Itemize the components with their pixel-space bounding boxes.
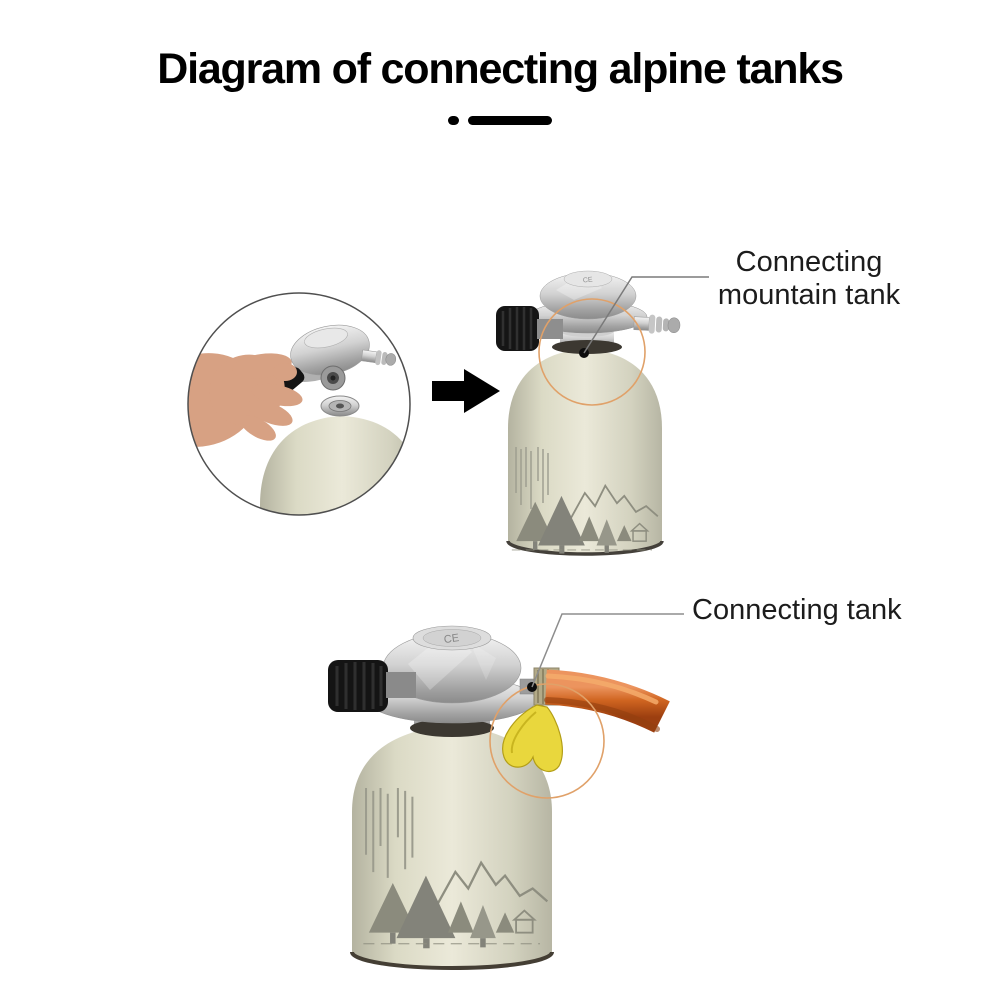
canister-bottom-rim [350, 951, 554, 970]
regulator-valve [272, 324, 397, 398]
gas-hose [544, 669, 670, 733]
leader-line-step1 [583, 276, 709, 354]
regulator-valve: CE [496, 270, 681, 354]
gas-canister [350, 726, 554, 970]
valve-wing-clip [502, 704, 563, 773]
step1-label: Connecting mountain tank [717, 246, 901, 311]
outlet-nozzle [633, 314, 681, 334]
tank-with-hose: CE [328, 613, 684, 970]
gas-canister-top [260, 395, 410, 515]
regulator-marking: CE [583, 276, 594, 284]
leader-line-step2 [531, 613, 684, 688]
divider-dot [448, 116, 459, 125]
inset-detail-photo [187, 292, 411, 516]
inset-circle-border [187, 292, 411, 516]
canister-bottom-rim [506, 540, 664, 556]
divider-bar [468, 116, 552, 125]
gas-canister [506, 349, 664, 556]
title-divider [0, 116, 1000, 125]
mountain-tank-assembled: CE [496, 270, 709, 556]
connection-highlight-circle [489, 683, 605, 799]
regulator-valve: CE [328, 625, 537, 737]
step2-label: Connecting tank [692, 594, 902, 626]
connection-highlight-circle [538, 298, 646, 406]
arrow-right-icon [432, 369, 500, 413]
hand [188, 353, 303, 447]
page-title: Diagram of connecting alpine tanks [157, 45, 844, 93]
outlet-nozzle [361, 349, 397, 366]
regulator-marking: CE [443, 632, 460, 646]
